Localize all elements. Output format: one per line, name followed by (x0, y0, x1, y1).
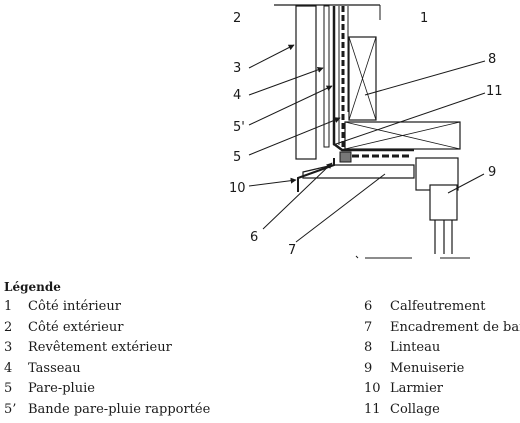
bonding-block (339, 151, 352, 163)
window-lintel-section-diagram: 2 1 3 4 5' 5 10 6 7 8 11 9 (229, 4, 503, 259)
legend-item: 2 Côté extérieur (4, 318, 210, 339)
legend-item: 7 Encadrement de baie (364, 318, 520, 339)
legend-text: Linteau (390, 340, 441, 355)
legend-right-column: 6 Calfeutrement 7 Encadrement de baie 8 Lin… (364, 297, 520, 420)
legend-text: Encadrement de baie (390, 319, 520, 335)
callout-10: 10 (229, 181, 246, 196)
legend-number: 5 (4, 381, 13, 396)
legend-left-column: 1 Côté intérieur 2 Côté extérieur 3 Revêtem… (4, 297, 210, 420)
legend-text: Côté intérieur (28, 299, 121, 314)
legend-text: Menuiserie (390, 360, 465, 376)
legend-number: 8 (364, 340, 373, 355)
legend-item: 8 Linteau (364, 338, 520, 359)
legend-item: 1 Côté intérieur (4, 297, 210, 318)
leader-5 (248, 117, 341, 156)
legend-number: 5’ (4, 401, 17, 417)
legend-item: 9 Menuiserie (364, 359, 520, 380)
legend-item: 5’ Bande pare-pluie rapportée (4, 400, 210, 421)
legend-number: 9 (364, 360, 373, 376)
leader-11 (332, 92, 486, 146)
legend-number: 2 (4, 319, 13, 335)
legend-number: 1 (4, 299, 13, 314)
stud-cross-2 (348, 36, 377, 121)
callout-5-prime: 5' (233, 120, 245, 135)
leader-6 (262, 162, 333, 230)
added-rain-screen-strip (332, 6, 414, 152)
callout-11: 11 (486, 84, 503, 99)
callout-9: 9 (488, 165, 496, 180)
callout-3: 3 (233, 61, 241, 76)
callout-8: 8 (488, 52, 496, 67)
callout-5: 5 (233, 150, 241, 165)
leader-9 (447, 173, 485, 194)
legend-number: 3 (4, 340, 13, 355)
legend-text: Bande pare-pluie rapportée (28, 401, 211, 417)
callout-6: 6 (250, 230, 258, 245)
legend-item: 4 Tasseau (4, 359, 210, 380)
legend-text: Pare-pluie (28, 381, 95, 396)
bay-framing (302, 164, 415, 179)
leader-10 (248, 177, 297, 187)
legend-number: 4 (4, 360, 13, 376)
legend-text: Tasseau (28, 360, 81, 376)
legend-text: Collage (390, 401, 440, 417)
legend-item: 11 Collage (364, 400, 520, 421)
legend-text: Calfeutrement (390, 299, 486, 314)
callout-4: 4 (233, 88, 241, 103)
legend-item: 10 Larmier (364, 379, 520, 400)
legend-number: 7 (364, 319, 373, 335)
leader-5-prime (248, 85, 333, 126)
drip-edge (297, 158, 335, 192)
legend-item: 5 Pare-pluie (4, 379, 210, 400)
leader-3 (248, 44, 295, 69)
leader-4 (248, 67, 324, 96)
legend-text: Côté extérieur (28, 319, 124, 335)
callout-1: 1 (420, 11, 428, 26)
legend-item: 6 Calfeutrement (364, 297, 520, 318)
legend-item: 3 Revêtement extérieur (4, 338, 210, 359)
legend-text: Larmier (390, 381, 443, 396)
leader-8 (364, 60, 486, 96)
leader-7 (295, 173, 386, 243)
legend-title: Légende (4, 280, 61, 294)
legend-number: 11 (364, 401, 381, 417)
batten (323, 5, 330, 148)
callout-2: 2 (233, 11, 241, 26)
callout-7: 7 (288, 243, 296, 258)
legend-number: 6 (364, 299, 373, 314)
legend-text: Revêtement extérieur (28, 340, 172, 355)
bottom-break (355, 255, 359, 259)
legend-number: 10 (364, 381, 381, 396)
exterior-cladding (295, 5, 317, 160)
diagram-svg: 2 1 3 4 5' 5 10 6 7 8 11 9 (229, 4, 503, 259)
lintel-cross-2 (344, 121, 461, 150)
